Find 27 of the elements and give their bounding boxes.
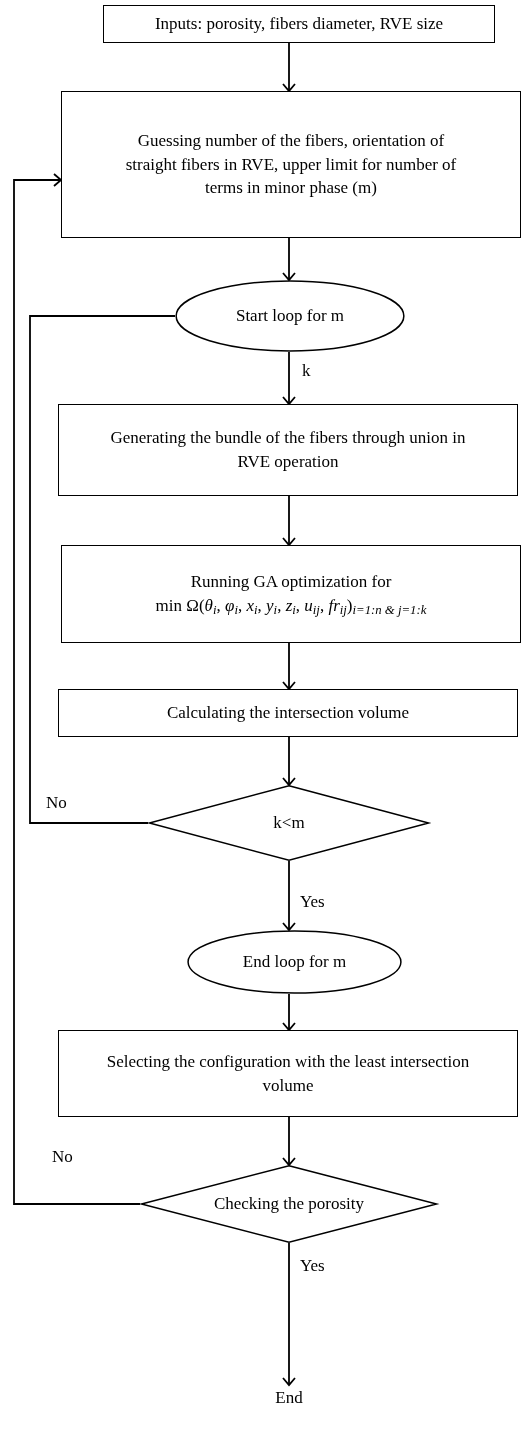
- edge-label: Yes: [298, 893, 327, 910]
- process-box: Guessing number of the fibers, orientation of straight fibers in RVE, upper limit for number of terms in minor phase (m): [61, 91, 521, 238]
- terminal-ellipse: End loop for m: [187, 930, 402, 994]
- arrow: [282, 1242, 296, 1386]
- arrow: [282, 860, 296, 931]
- arrow: [282, 736, 296, 786]
- arrow: [282, 642, 296, 690]
- arrow: [282, 993, 296, 1031]
- edge-label: No: [50, 1148, 75, 1165]
- decision-diamond: Checking the porosity: [140, 1165, 438, 1243]
- arrow: [282, 1116, 296, 1166]
- edge-label: Yes: [298, 1257, 327, 1274]
- edge-label: k: [300, 362, 313, 379]
- process-box: Running GA optimization for min Ω(θ$_{i}$, φ$_{i}$, x$_{i}$, y$_{i}$, z$_{i}$, u$_{ij}$, fr$_{ij}$)$_{i=1:n & j=1:k}$: [61, 545, 521, 643]
- arrow: [282, 237, 296, 281]
- process-box: Selecting the configuration with the least intersection volume: [58, 1030, 518, 1117]
- arrow: [282, 351, 296, 405]
- process-box: Generating the bundle of the fibers through union in RVE operation: [58, 404, 518, 496]
- process-box: Inputs: porosity, fibers diameter, RVE size: [103, 5, 495, 43]
- terminal-ellipse: Start loop for m: [175, 280, 405, 352]
- decision-diamond: k<m: [148, 785, 430, 861]
- process-box: Calculating the intersection volume: [58, 689, 518, 737]
- arrow: [282, 42, 296, 92]
- edge-label: No: [44, 794, 69, 811]
- arrow: [282, 495, 296, 546]
- end-label: End: [262, 1385, 316, 1411]
- arrow: [13, 173, 141, 1205]
